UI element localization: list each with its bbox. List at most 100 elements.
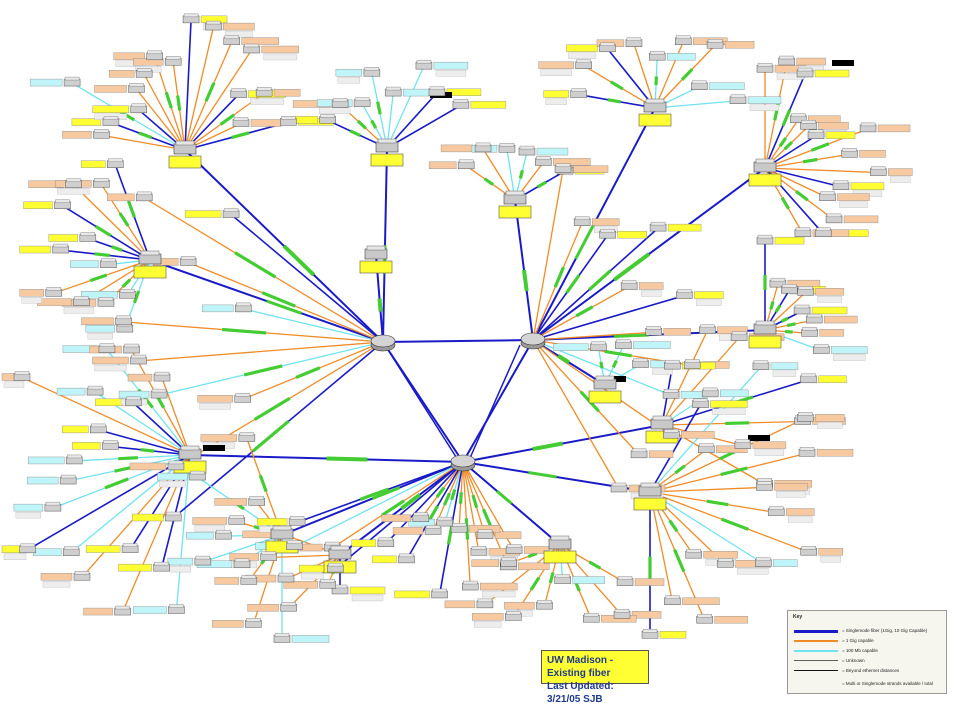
switch-top [692, 80, 707, 84]
switch-top [136, 68, 152, 72]
strand-segment [356, 119, 367, 130]
strand-segment [359, 487, 389, 501]
switch-icon [807, 129, 825, 139]
fiber-tag [85, 545, 121, 553]
switch-top [224, 35, 239, 39]
switch-icon [676, 289, 693, 299]
strand-segment [481, 508, 493, 528]
fiber-tag [351, 539, 377, 547]
fiber-tag [786, 508, 815, 516]
switch-top [120, 289, 135, 293]
fiber-tag [572, 576, 605, 584]
strand-segment [138, 131, 153, 140]
switch-body [178, 448, 202, 460]
building-tag [42, 581, 71, 588]
switch-top [537, 599, 552, 604]
capacity-tag [588, 390, 622, 404]
switch-icon [797, 412, 814, 422]
switch-top [686, 548, 701, 553]
switch-icon [663, 428, 680, 439]
distribution-switch-icon [173, 140, 197, 155]
switch-top [413, 512, 429, 516]
leaf-link [138, 341, 384, 362]
switch-icon [474, 142, 492, 153]
switch-icon [630, 448, 648, 459]
switch-top [665, 595, 680, 599]
switch-icon [398, 553, 415, 564]
switch-top [591, 341, 606, 345]
switch-top [798, 286, 813, 290]
switch-top [463, 580, 478, 585]
building-tag [712, 408, 746, 415]
strand-segment [529, 576, 541, 591]
leaf-link [386, 104, 462, 149]
strand-segment [370, 119, 378, 129]
switch-top [175, 140, 195, 146]
switch-icon [431, 588, 448, 599]
building-tag [817, 296, 842, 303]
switch-icon [102, 116, 120, 126]
switch-icon [164, 511, 182, 522]
switch-top [281, 602, 296, 606]
switch-top [646, 326, 661, 330]
strand-segment [251, 419, 290, 453]
switch-top [770, 277, 786, 282]
switch-icon [590, 341, 607, 351]
switch-body [753, 323, 777, 335]
switch-icon [476, 598, 494, 609]
switch-icon [93, 178, 110, 188]
switch-top [576, 59, 591, 63]
fiber-tag [202, 304, 234, 313]
fiber-tag [724, 41, 755, 49]
switch-icon [450, 523, 468, 533]
fiber-tag [553, 343, 589, 351]
switch-icon [734, 439, 752, 449]
switch-icon [115, 315, 132, 326]
switch-icon [505, 544, 523, 554]
switch-top [320, 114, 335, 118]
switch-top [168, 460, 184, 465]
strand-segment [609, 80, 624, 91]
switch-icon [615, 339, 632, 349]
fiber-tag [747, 96, 782, 104]
switch-top [183, 13, 199, 18]
switch-top [235, 393, 250, 397]
switch-icon [98, 343, 116, 353]
fiber-tag [818, 547, 843, 556]
switch-icon [769, 277, 787, 288]
switch-top [206, 20, 221, 25]
switch-icon [286, 540, 303, 550]
fiber-tag [72, 442, 101, 450]
switch-body [173, 143, 197, 155]
switch-top [108, 158, 123, 162]
switch-icon [13, 371, 31, 381]
fiber-tag [634, 578, 665, 586]
switch-icon [767, 506, 785, 516]
switch-icon [150, 388, 168, 399]
fiber-tag [19, 289, 44, 297]
switch-icon [698, 443, 715, 453]
leaf-link [764, 167, 879, 174]
fiber-tag [184, 210, 222, 218]
strand-segment [326, 456, 368, 462]
fiber-tag [62, 425, 89, 434]
switch-top [642, 629, 658, 633]
switch-icon [123, 343, 140, 354]
switch-icon [796, 67, 814, 78]
switch-top [626, 37, 642, 41]
fiber-tag [200, 434, 238, 442]
leaf-link [230, 213, 384, 343]
switch-icon [616, 576, 634, 586]
fiber-tag [83, 607, 113, 616]
switch-icon [536, 599, 553, 610]
switch-icon [54, 199, 71, 209]
building-tag [788, 516, 813, 523]
fiber-tag [291, 635, 330, 643]
switch-icon [273, 633, 291, 643]
switch-icon [730, 331, 748, 341]
switch-icon [125, 396, 142, 407]
fiber-tag [19, 245, 51, 254]
switch-top [645, 98, 665, 104]
switch-icon [63, 76, 81, 87]
